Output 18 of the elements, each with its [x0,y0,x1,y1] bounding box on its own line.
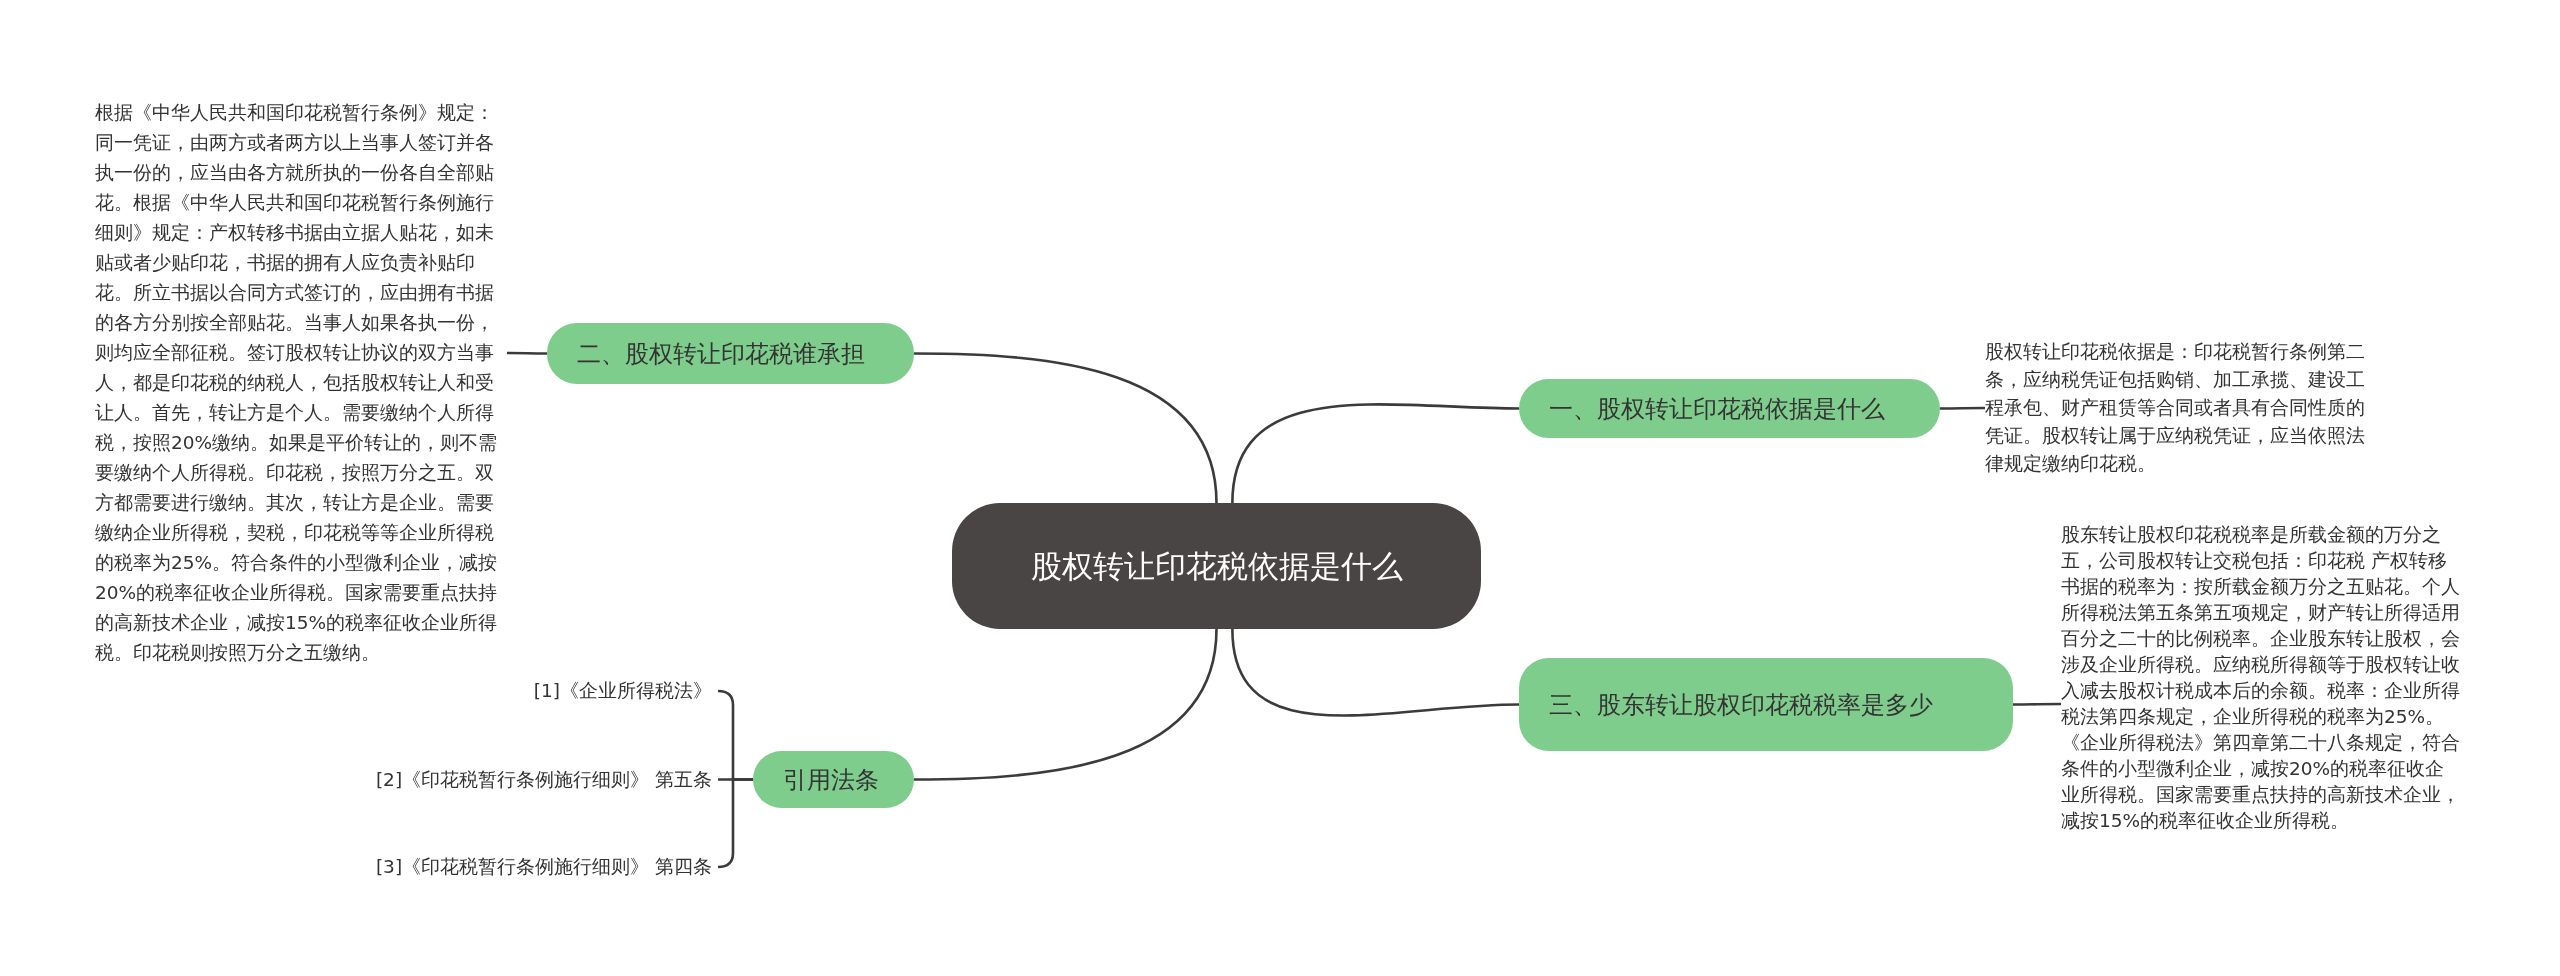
reference-text: [2]《印花税暂行条例施行细则》 第五条 [300,766,712,794]
connector-line [914,628,1218,781]
connector-line [914,352,1218,504]
connector-line [507,351,547,355]
central-topic-box: 股权转让印花税依据是什么 [952,503,1481,629]
note-text: 股权转让印花税依据是：印花税暂行条例第二条，应纳税凭证包括购销、加工承揽、建设工程承包、财产租赁等合同或者具有合同性质的凭证。股权转让属于应纳税凭证，应当依照法律规定缴纳印花税。 [1985,338,2375,478]
reference-text: [3]《印花税暂行条例施行细则》 第四条 [300,853,712,881]
topic-box: 一、股权转让印花税依据是什么 [1519,379,1940,438]
connector-line [1940,406,1985,410]
note-text: 股东转让股权印花税税率是所载金额的万分之五，公司股权转让交税包括：印花税 产权转移书据的税率为：按所载金额万分之五贴花。个人所得税法第五条第五项规定，财产转让所得适用百分之二十的比例税率。企业股东转让股权，会涉及企业所得税。应纳税所得额等于股权转让收入减去股权计税成本后的余额。税率：企业所得税法第四条规定，企业所得税的税率为25%。《企业所得税法》第四章第二十八条规定，符合条件的小型微利企业，减按20%的税率征收企业所得税。国家需要重点扶持的高新技术企业，减按15%的税率征收企业所得税。 [2061,522,2461,834]
connector-line [2013,702,2061,706]
topic-box: 三、股东转让股权印花税税率是多少 [1519,658,2013,751]
topic-box: 二、股权转让印花税谁承担 [547,323,914,384]
note-text: 根据《中华人民共和国印花税暂行条例》规定：同一凭证，由两方或者两方以上当事人签订并各执一份的，应当由各方就所执的一份各自全部贴花。根据《中华人民共和国印花税暂行条例施行细则》规定：产权转移书据由立据人贴花，如未贴或者少贴印花，书据的拥有人应负责补贴印花。所立书据以合同方式签订的，应由拥有书据的各方分别按全部贴花。当事人如果各执一份，则均应全部征税。签订股权转让协议的双方当事人，都是印花税的纳税人，包括股权转让人和受让人。首先，转让方是个人。需要缴纳个人所得税，按照20%缴纳。如果是平价转让的，则不需要缴纳个人所得税。印花税，按照万分之五。双方都需要进行缴纳。其次，转让方是企业。需要缴纳企业所得税，契税，印花税等等企业所得税的税率为25%。符合条件的小型微利企业，减按20%的税率征收企业所得税。国家需要重点扶持的高新技术企业，减按15%的税率征收企业所得税。印花税则按照万分之五缴纳。 [95,98,507,668]
connector-line [1231,628,1520,717]
connector-line [1231,403,1520,504]
topic-box: 引用法条 [753,751,914,808]
reference-text: [1]《企业所得税法》 [300,677,712,705]
